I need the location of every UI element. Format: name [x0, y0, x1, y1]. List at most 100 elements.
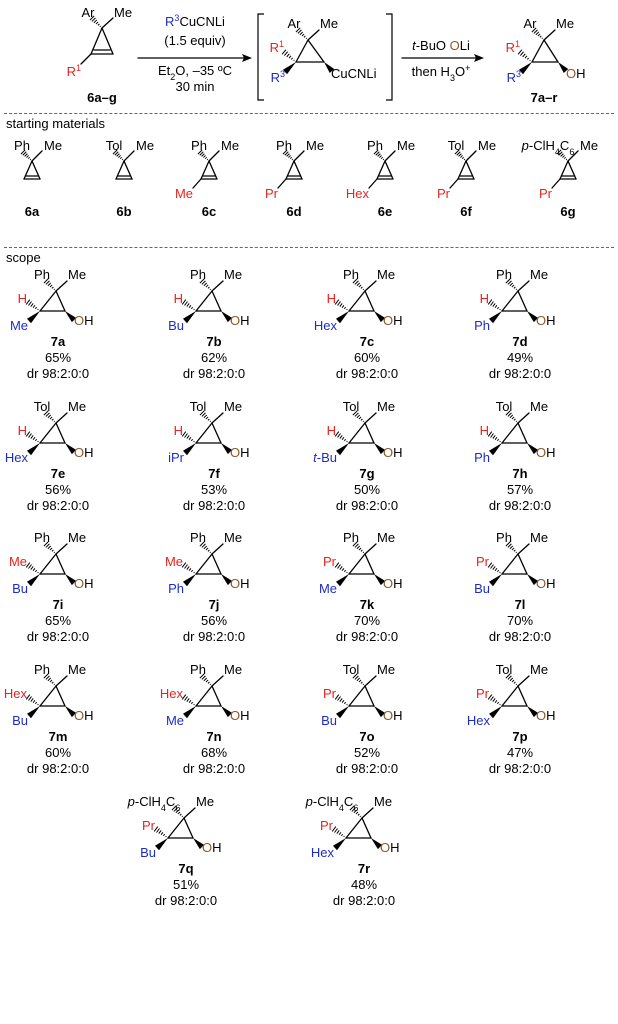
- product-id: 7a–r: [531, 90, 558, 105]
- ring-bond: [364, 553, 375, 575]
- hash-line: [193, 440, 195, 443]
- label-part: +: [465, 63, 470, 73]
- hydroxyl-label: OH: [536, 708, 556, 723]
- label-part: C: [560, 138, 569, 153]
- label-part: Ph: [474, 318, 490, 333]
- label-part: Tol: [343, 399, 360, 414]
- hash-line: [47, 282, 52, 287]
- methyl-label: Me: [377, 662, 395, 677]
- wedge-bond: [374, 443, 386, 455]
- hash-line: [507, 543, 512, 548]
- hash-line: [35, 701, 37, 705]
- aryl-label: Ph: [14, 138, 30, 153]
- hash-line: [340, 833, 344, 837]
- hash-line: [49, 679, 53, 683]
- yield-label: 65%: [45, 350, 71, 365]
- label-part: Et: [158, 63, 171, 78]
- hash-line: [360, 418, 363, 421]
- hash-line: [291, 158, 294, 161]
- hash-line: [560, 153, 564, 157]
- methyl-bond: [211, 280, 224, 292]
- r1-label: R1: [67, 63, 81, 79]
- r1-label: Pr: [437, 186, 451, 201]
- wedge-bond: [154, 838, 168, 851]
- hash-line: [358, 284, 362, 288]
- aryl-label: Ph: [343, 530, 359, 545]
- compound-id: 7g: [359, 466, 374, 481]
- hash-line: [28, 564, 32, 569]
- label-part: Bu: [168, 318, 184, 333]
- hash-line: [193, 571, 195, 574]
- label-part: H: [393, 313, 402, 328]
- label-part: 6: [569, 147, 574, 157]
- ring-bond: [517, 422, 528, 444]
- hydroxyl-label: OH: [383, 445, 403, 460]
- hash-line: [53, 551, 56, 554]
- hash-line: [190, 306, 194, 310]
- r1-label: Pr: [323, 686, 337, 701]
- yield-label: 51%: [173, 877, 199, 892]
- hash-line: [380, 156, 384, 160]
- hydroxyl-label: OH: [230, 708, 250, 723]
- methyl-label: Me: [580, 138, 598, 153]
- hash-line: [281, 49, 287, 55]
- ring-bond: [39, 685, 57, 707]
- ring-bond: [364, 290, 375, 312]
- hash-line: [562, 155, 565, 158]
- hash-line: [203, 414, 208, 419]
- label-part: H: [393, 576, 402, 591]
- hashed-bond: [352, 278, 365, 291]
- hash-line: [338, 831, 342, 836]
- hash-line: [207, 681, 210, 684]
- hash-line: [337, 301, 341, 306]
- methyl-bond: [384, 150, 396, 162]
- hash-line: [28, 696, 32, 701]
- ring-bond: [183, 817, 194, 839]
- label-part: O: [383, 708, 393, 723]
- methyl-label: Me: [136, 138, 154, 153]
- hash-line: [43, 410, 49, 416]
- hash-line: [114, 151, 119, 156]
- ring-bond: [559, 160, 569, 180]
- hash-line: [461, 156, 465, 160]
- ring-bond: [295, 39, 309, 63]
- hash-line: [181, 815, 184, 818]
- compound-id: 6d: [286, 204, 301, 219]
- hashed-bond: [43, 410, 56, 423]
- wedge-bond: [182, 311, 196, 324]
- compound-id: 7h: [512, 466, 527, 481]
- hash-line: [22, 151, 27, 156]
- yield-label: 70%: [354, 613, 380, 628]
- wedge-bond: [221, 706, 233, 718]
- label-part: H: [240, 445, 249, 460]
- hashed-bond: [181, 431, 195, 443]
- hash-line: [299, 31, 304, 36]
- r1-label: R1: [270, 39, 284, 55]
- hash-line: [201, 675, 206, 680]
- ring-bond: [501, 553, 519, 575]
- hash-line: [190, 569, 194, 573]
- hashed-bond: [487, 431, 501, 443]
- hashed-bond: [25, 299, 39, 311]
- hydroxyl-label: OH: [202, 840, 222, 855]
- methyl-label: Me: [530, 662, 548, 677]
- wedge-bond: [221, 574, 233, 586]
- hash-line: [494, 304, 498, 309]
- ring-bond: [123, 160, 133, 180]
- hash-line: [301, 33, 305, 37]
- r3-label: Me: [10, 318, 28, 333]
- hash-line: [513, 549, 516, 552]
- methyl-bond: [517, 412, 530, 424]
- hash-line: [91, 17, 96, 22]
- hashed-bond: [43, 541, 56, 554]
- hash-line: [199, 278, 205, 284]
- compound-id: 7f: [208, 466, 220, 481]
- hash-line: [303, 35, 306, 38]
- wedge-bond: [324, 62, 335, 73]
- r3-label: Ph: [474, 450, 490, 465]
